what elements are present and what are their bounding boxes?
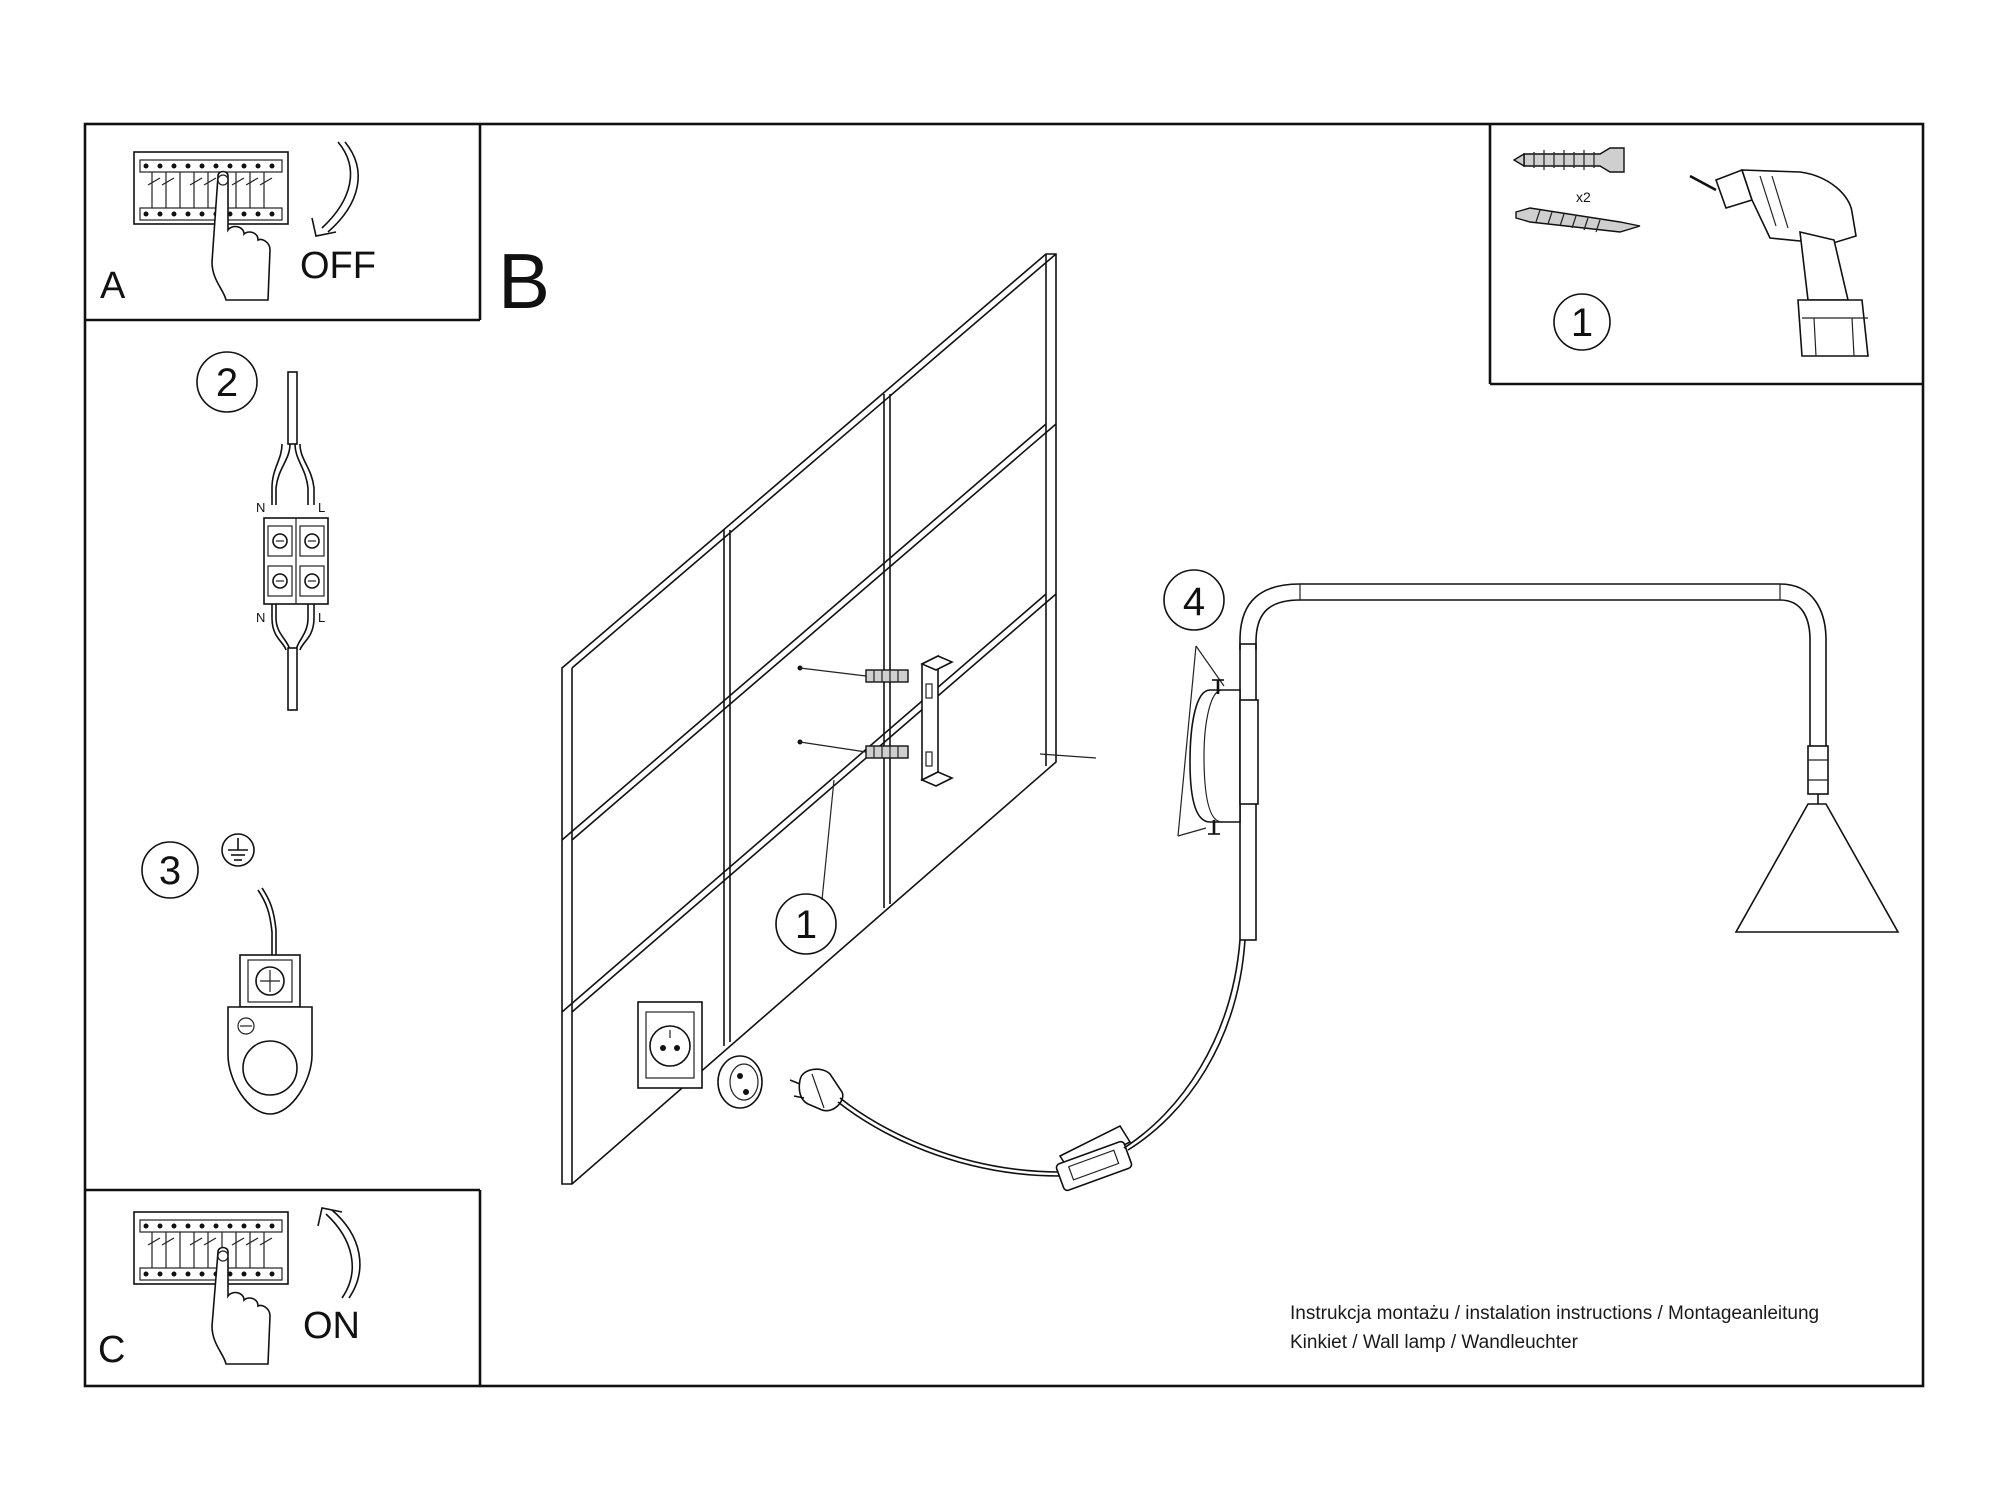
switch-panel-icon <box>133 1211 289 1285</box>
footer-line-1: Instrukcja montażu / instalation instruc… <box>1290 1303 1820 1324</box>
callout-4: 4 <box>1183 580 1205 624</box>
switch-panel-icon <box>133 151 289 225</box>
panel-c: ON C <box>98 1207 361 1371</box>
earth-symbol-icon <box>221 833 255 867</box>
switch-off-label: OFF <box>300 245 376 287</box>
footer-line-2: Kinkiet / Wall lamp / Wandleuchter <box>1290 1332 1578 1353</box>
arrow-down-icon <box>311 141 359 237</box>
earth-terminal-icon <box>227 954 313 1115</box>
terminal-mark-l-top: L <box>318 500 325 515</box>
hand-icon <box>211 170 271 301</box>
earth-connection: 3 <box>141 833 313 1115</box>
terminal-mark-l-bottom: L <box>318 610 325 625</box>
power-plug <box>789 1068 844 1112</box>
terminal-mark-n-bottom: N <box>256 610 265 625</box>
inline-switch <box>1055 1124 1133 1192</box>
arrow-up-icon <box>317 1207 361 1299</box>
step-c-letter: C <box>98 1329 125 1371</box>
wall-socket <box>637 1001 703 1089</box>
callout-1-wall: 1 <box>795 903 817 947</box>
callout-1-tools: 1 <box>1571 301 1593 345</box>
wall-tiles <box>561 253 1097 1185</box>
screw-icon <box>1212 679 1224 694</box>
wiring-diagram: 2 N L N L <box>196 351 329 711</box>
step-b-letter: B <box>498 237 550 325</box>
wall-lamp: 4 <box>1163 569 1900 941</box>
drill-icon <box>1689 168 1869 357</box>
wall-plug-icon <box>1512 147 1625 173</box>
switch-on-label: ON <box>303 1305 360 1347</box>
screw-icon <box>1208 820 1220 835</box>
wall-plug-icon <box>865 745 909 759</box>
step-a-letter: A <box>100 265 126 307</box>
frame <box>83 122 1925 1388</box>
screw-icon <box>1515 207 1641 233</box>
kit-quantity: x2 <box>1576 189 1591 205</box>
tools-box: x2 1 <box>1512 147 1869 357</box>
callout-2: 2 <box>216 361 238 405</box>
terminal-block-icon <box>263 517 329 605</box>
plug-adapter <box>717 1055 763 1109</box>
callout-3: 3 <box>159 849 181 893</box>
wall-plug-drawing: 1 <box>775 665 909 955</box>
hand-icon <box>211 1246 271 1365</box>
mounting-bracket <box>920 654 954 787</box>
terminal-mark-n-top: N <box>256 500 265 515</box>
wall-plug-icon <box>865 669 909 683</box>
panel-a: OFF A <box>100 141 376 307</box>
